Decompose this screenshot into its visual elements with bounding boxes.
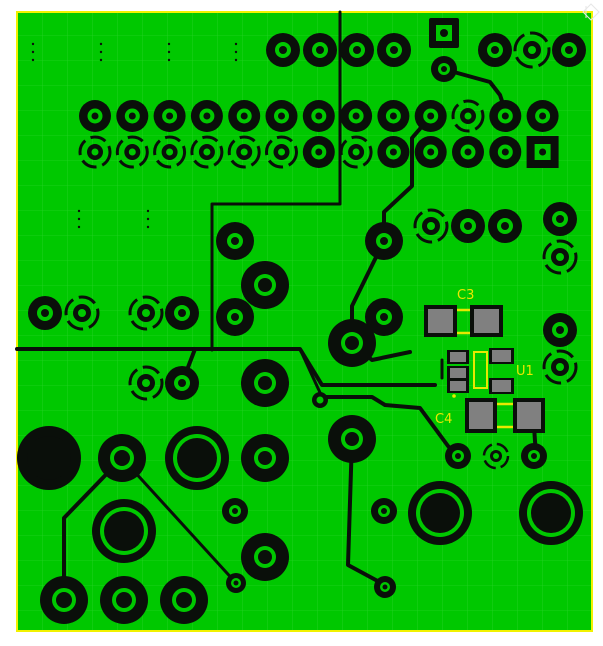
pad-thermal bbox=[64, 295, 100, 331]
pad bbox=[216, 298, 254, 336]
header-pin bbox=[414, 136, 447, 168]
diamond-glyph-icon bbox=[582, 3, 600, 21]
header-pin bbox=[190, 100, 223, 132]
pads bbox=[266, 18, 586, 82]
smd-pads bbox=[424, 305, 545, 433]
pad-thermal bbox=[128, 365, 164, 401]
header-2x13 bbox=[78, 99, 559, 169]
header-pin bbox=[153, 135, 187, 169]
pad-large bbox=[241, 434, 289, 482]
pad bbox=[216, 222, 254, 260]
header-pin bbox=[265, 135, 298, 169]
pad-large bbox=[241, 533, 289, 581]
pad bbox=[165, 296, 199, 330]
via bbox=[222, 498, 248, 524]
header-pin bbox=[377, 136, 410, 168]
board-outline bbox=[16, 11, 593, 632]
via-stitch-rows bbox=[31, 42, 238, 229]
pad-thermal bbox=[542, 239, 578, 275]
mounting-hole bbox=[519, 481, 583, 545]
pad-thermal bbox=[128, 295, 164, 331]
pad bbox=[165, 366, 199, 400]
mounting-hole bbox=[92, 499, 156, 563]
via bbox=[371, 498, 397, 524]
pad-large bbox=[160, 576, 208, 624]
header-pin bbox=[190, 135, 224, 169]
header-pin bbox=[489, 100, 522, 132]
pad-large bbox=[98, 434, 146, 482]
header-pin bbox=[115, 135, 149, 169]
pad bbox=[445, 443, 471, 469]
pad bbox=[543, 202, 577, 236]
pad-thermal bbox=[542, 349, 578, 385]
pad-large bbox=[328, 415, 376, 463]
header-pin bbox=[526, 100, 559, 132]
c3-label: C3 bbox=[457, 288, 474, 303]
header-pin bbox=[489, 136, 522, 168]
pad bbox=[478, 33, 512, 67]
pad-square bbox=[429, 18, 459, 48]
c4-label: C4 bbox=[435, 412, 452, 427]
header-pin bbox=[340, 100, 373, 132]
pad bbox=[488, 209, 522, 243]
pad-large bbox=[241, 359, 289, 407]
silkscreen bbox=[452, 308, 513, 429]
pad-large bbox=[241, 261, 289, 309]
via bbox=[374, 576, 396, 598]
header-pin bbox=[78, 135, 112, 169]
header-pin bbox=[153, 100, 186, 132]
pad-thermal bbox=[413, 208, 449, 244]
header-pin bbox=[265, 100, 298, 132]
pad-thermal bbox=[482, 442, 510, 470]
mounting-hole bbox=[165, 426, 229, 490]
via bbox=[312, 392, 328, 408]
pad-thermal bbox=[513, 31, 551, 69]
mounting-hole bbox=[408, 481, 472, 545]
pad bbox=[431, 56, 457, 82]
header-pin bbox=[79, 100, 111, 132]
header-pin bbox=[302, 100, 335, 132]
header-pin bbox=[414, 100, 447, 132]
pad bbox=[340, 33, 374, 67]
pad bbox=[266, 33, 300, 67]
header-pin bbox=[452, 136, 484, 168]
pad-large bbox=[100, 576, 148, 624]
pad bbox=[303, 33, 337, 67]
header-pin bbox=[377, 100, 410, 132]
pad-large bbox=[328, 319, 376, 367]
header-pin bbox=[526, 136, 559, 168]
pad-large bbox=[40, 576, 88, 624]
pad bbox=[365, 298, 403, 336]
header-pin bbox=[339, 135, 373, 169]
header-pin bbox=[228, 100, 261, 132]
pad bbox=[377, 33, 411, 67]
pad bbox=[521, 443, 547, 469]
pad bbox=[28, 296, 62, 330]
mounting-hole bbox=[17, 426, 81, 490]
header-pin bbox=[302, 136, 335, 168]
header-pin bbox=[227, 135, 261, 169]
pad bbox=[451, 209, 485, 243]
pad bbox=[543, 313, 577, 347]
pad bbox=[552, 33, 586, 67]
header-pin bbox=[451, 99, 485, 133]
pad bbox=[365, 222, 403, 260]
header-pin bbox=[116, 100, 149, 132]
via bbox=[226, 573, 246, 593]
u1-label: U1 bbox=[516, 364, 534, 379]
misc-pads bbox=[17, 202, 583, 624]
